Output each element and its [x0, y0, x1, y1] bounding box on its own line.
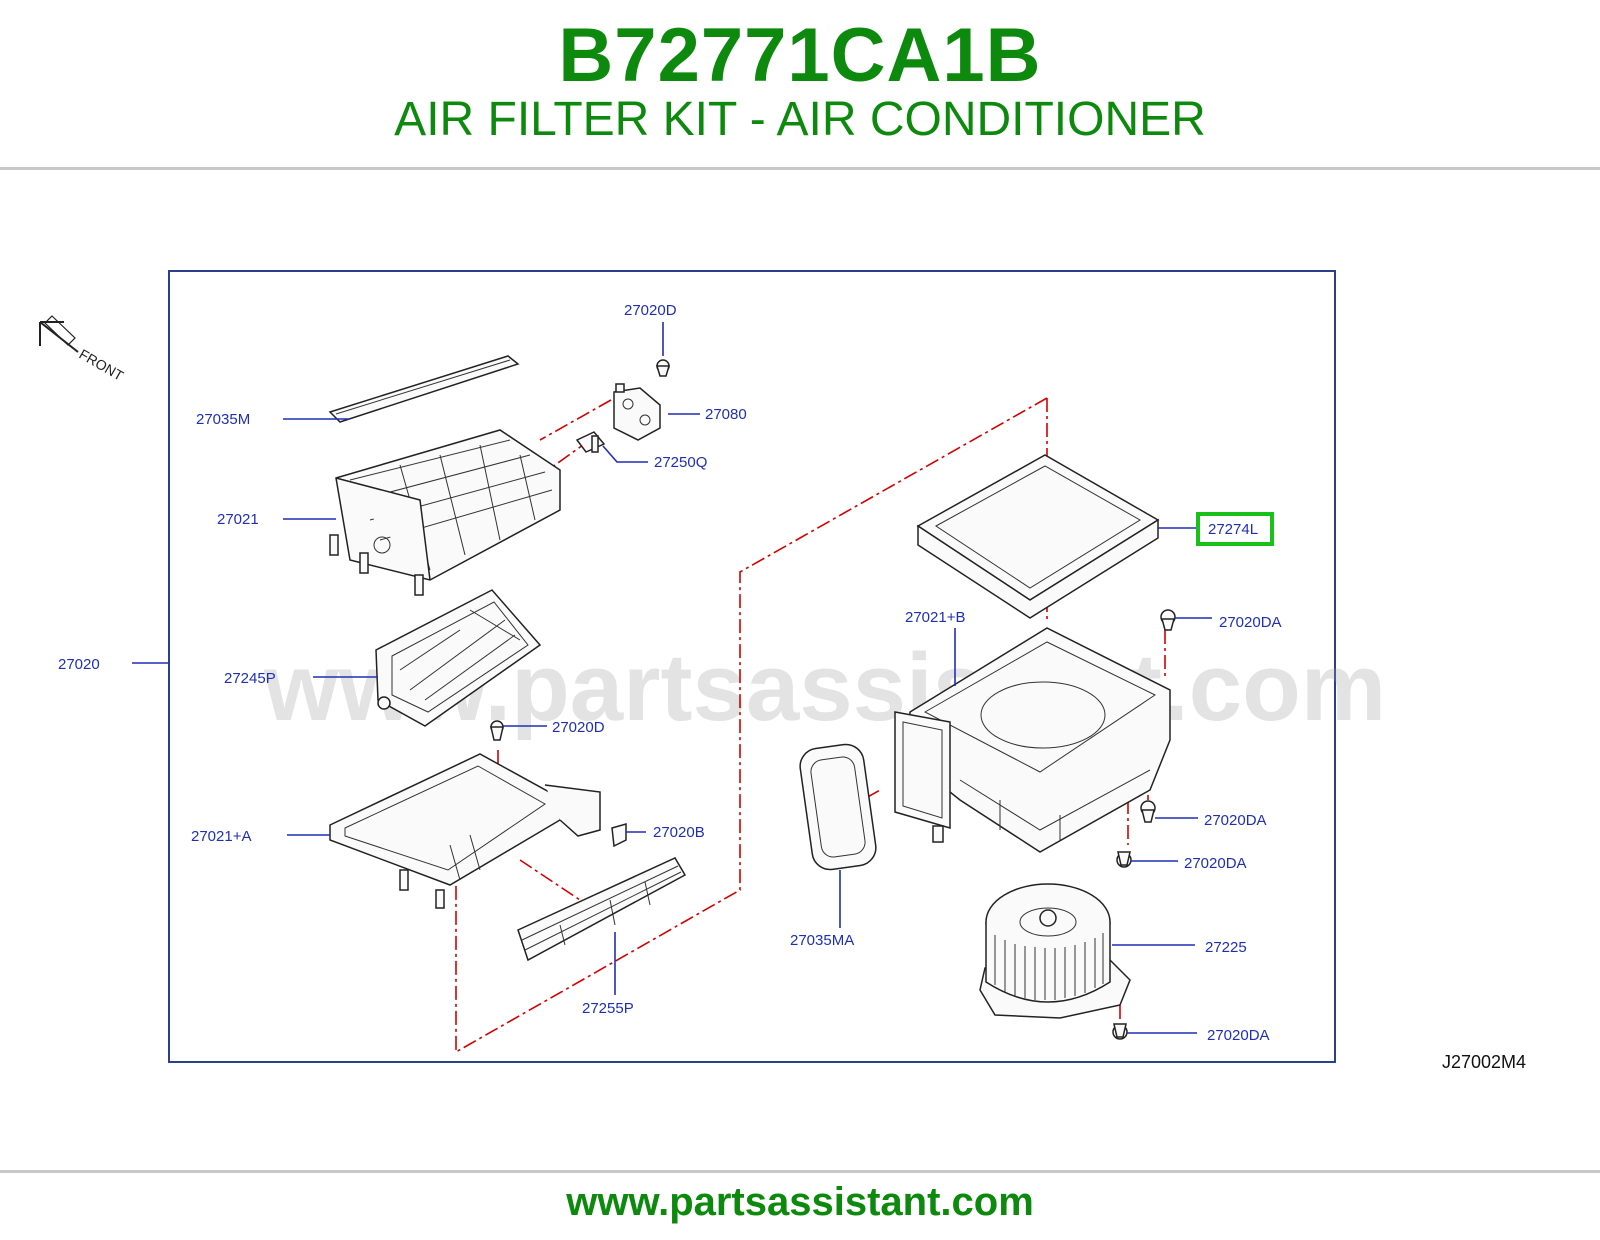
sensor-27250q: [575, 431, 606, 453]
actuator-27080: [613, 383, 661, 441]
footer-url[interactable]: www.partsassistant.com: [566, 1180, 1034, 1224]
label-27020: 27020: [58, 656, 100, 673]
label-27020d-mid: 27020D: [552, 719, 605, 736]
part-description: AIR FILTER KIT - AIR CONDITIONER: [394, 93, 1206, 146]
label-27020d-top: 27020D: [624, 302, 677, 319]
label-27020da-3: 27020DA: [1184, 855, 1247, 872]
cabin-filter-27274l: [916, 454, 1160, 619]
blower-motor-27225: [979, 883, 1131, 1019]
label-27020da-1: 27020DA: [1219, 614, 1282, 631]
clip-27020b: [611, 823, 627, 848]
label-27035ma: 27035MA: [790, 932, 854, 949]
label-27245p: 27245P: [224, 670, 276, 687]
upper-housing-27021: [329, 429, 561, 596]
label-27080: 27080: [705, 406, 747, 423]
label-27021b: 27021+B: [905, 609, 965, 626]
label-27035m: 27035M: [196, 411, 250, 428]
diagram-reference-code: J27002M4: [1442, 1052, 1526, 1072]
screw-27020d-mid: [490, 720, 504, 741]
label-27225: 27225: [1205, 939, 1247, 956]
lower-housing-27021a: [329, 753, 601, 909]
diagram-frame: [168, 270, 1336, 1063]
label-27255p: 27255P: [582, 1000, 634, 1017]
label-27020da-4: 27020DA: [1207, 1027, 1270, 1044]
front-arrow-icon: [39, 315, 79, 353]
screw-27020da-3: [1116, 851, 1132, 868]
gasket-27035ma: [799, 743, 877, 871]
label-27250q: 27250Q: [654, 454, 707, 471]
highlight-box: [1196, 512, 1274, 546]
leader-lines: [132, 322, 1212, 1034]
screw-27020d-top: [655, 359, 671, 377]
part-number-title: B72771CA1B: [558, 13, 1042, 98]
screw-27020da-2: [1140, 800, 1156, 823]
footer-divider: [0, 1170, 1600, 1173]
label-27021: 27021: [217, 511, 259, 528]
label-27021a: 27021+A: [191, 828, 251, 845]
front-label: FRONT: [77, 346, 127, 384]
label-27274l: 27274L: [1208, 521, 1258, 538]
plate-27255p: [517, 857, 687, 962]
intake-grille-27245p: [375, 589, 542, 727]
parts-diagram: www.partsassistant.com FRONT: [39, 270, 1526, 1072]
header-divider: [0, 167, 1600, 170]
blower-housing-27021b: [894, 627, 1171, 853]
screw-27020da-1: [1160, 609, 1176, 631]
screw-27020da-4: [1112, 1023, 1128, 1040]
label-27020b: 27020B: [653, 824, 705, 841]
seal-strip-27035m: [328, 355, 520, 423]
label-27020da-2: 27020DA: [1204, 812, 1267, 829]
